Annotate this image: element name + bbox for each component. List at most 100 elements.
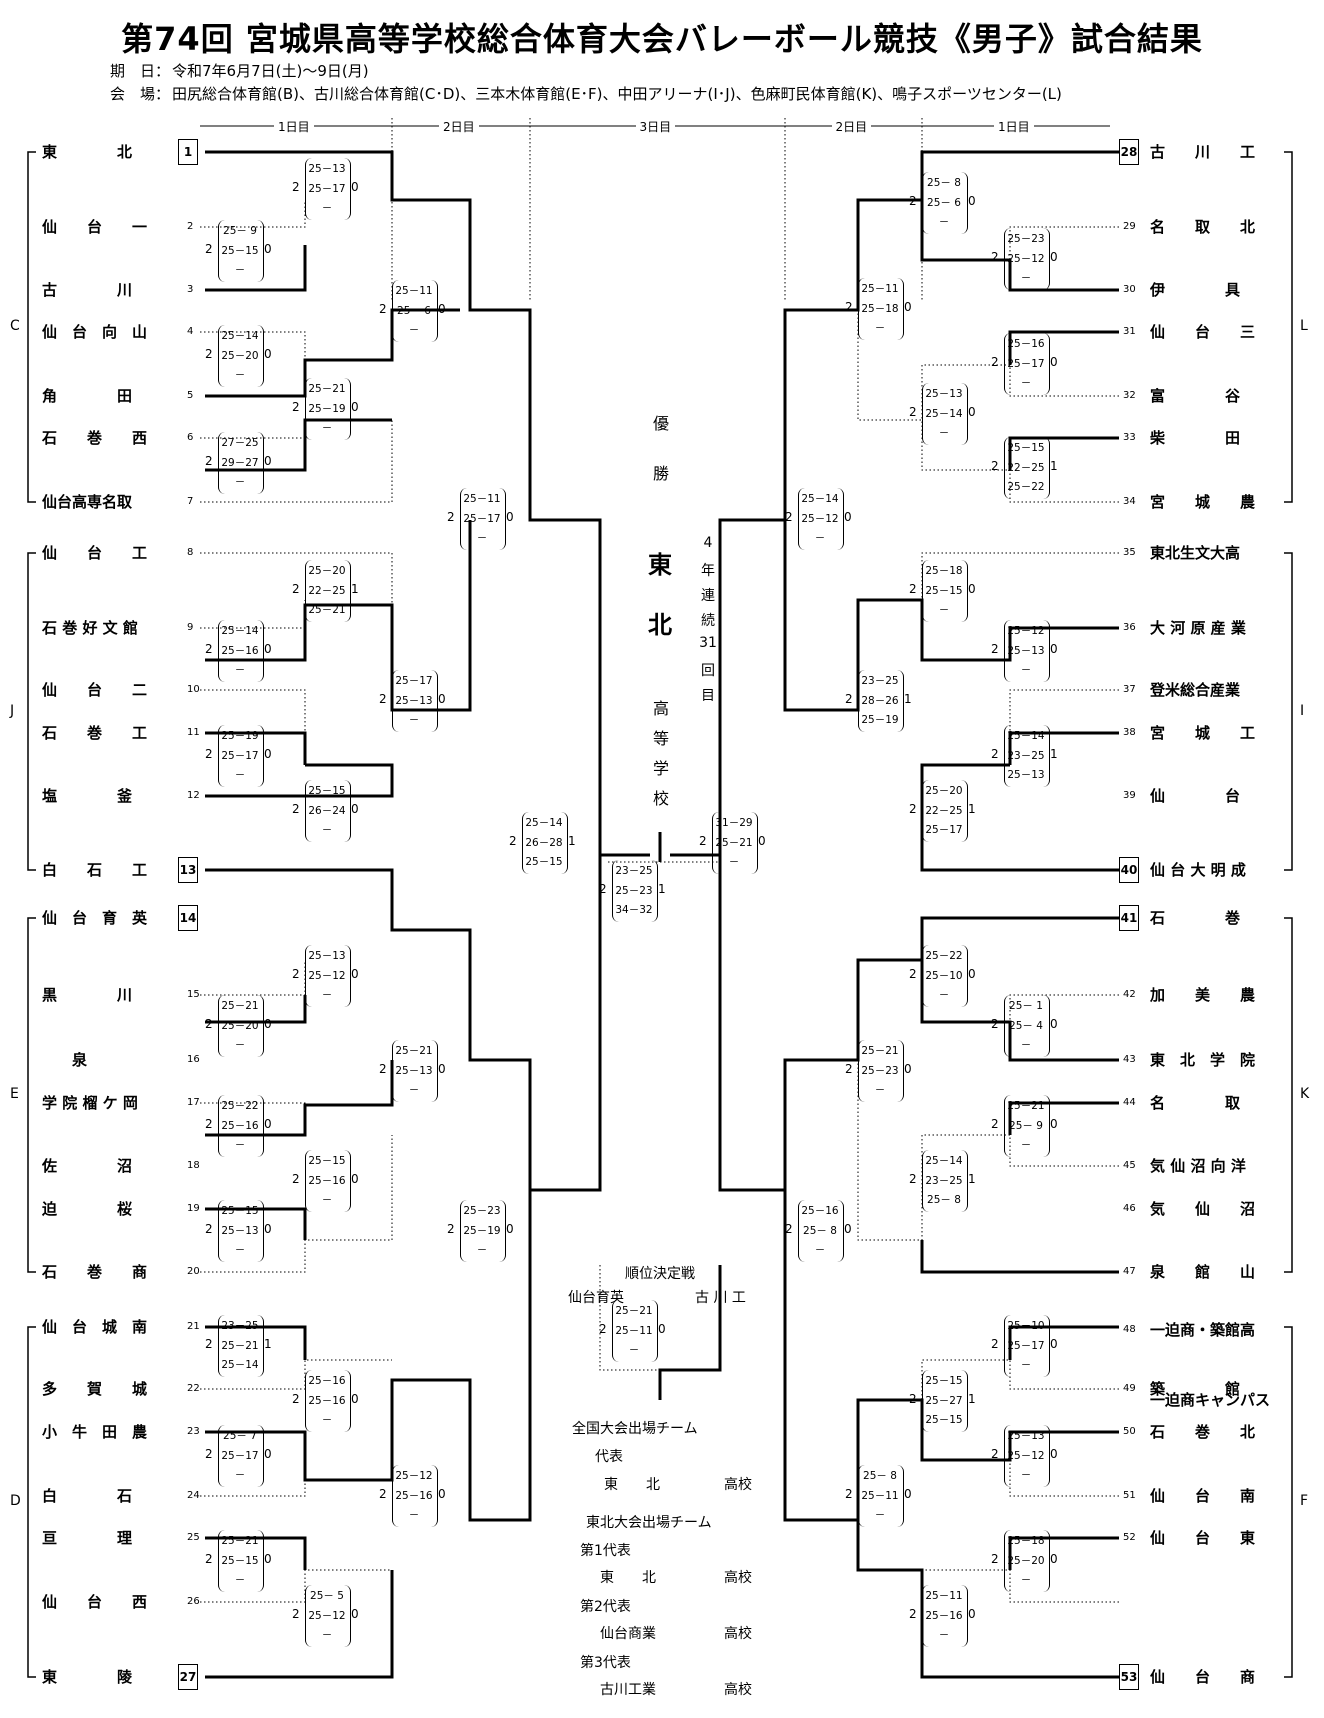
seed-number: 52 bbox=[1123, 1532, 1136, 1543]
sets-lost: 0 bbox=[351, 802, 359, 816]
sets-won: 2 bbox=[292, 1607, 300, 1621]
sets-won: 2 bbox=[205, 1337, 213, 1351]
set-score: － bbox=[1020, 664, 1032, 676]
seed-number: 42 bbox=[1123, 989, 1136, 1000]
team-name: 東 北 bbox=[42, 143, 133, 161]
score-bracket bbox=[922, 1585, 968, 1647]
score-bracket bbox=[218, 432, 264, 494]
seed-number: 27 bbox=[178, 1664, 198, 1690]
set-score: － bbox=[874, 1509, 886, 1521]
set-score: － bbox=[321, 1629, 333, 1641]
set-score: 25－17 bbox=[1007, 358, 1045, 370]
sets-won: 2 bbox=[509, 834, 517, 848]
sets-won: 2 bbox=[205, 1117, 213, 1131]
score-bracket bbox=[1004, 995, 1050, 1057]
team-name: 仙 台 一 bbox=[42, 218, 148, 236]
winner-line bbox=[205, 520, 472, 712]
team-name: 佐 沼 bbox=[42, 1157, 133, 1175]
sets-lost: 0 bbox=[1050, 1117, 1058, 1131]
team-name: 東北生文大高 bbox=[1150, 544, 1241, 562]
sets-won: 2 bbox=[785, 1222, 793, 1236]
seed-number: 5 bbox=[187, 390, 194, 401]
loser-line bbox=[200, 331, 306, 360]
loser-line bbox=[200, 1102, 306, 1135]
group-bracket bbox=[1284, 552, 1293, 871]
set-score: － bbox=[938, 216, 950, 228]
set-score: 25－21 bbox=[221, 1000, 259, 1012]
sets-won: 2 bbox=[991, 1117, 999, 1131]
seed-number: 35 bbox=[1123, 547, 1136, 558]
set-score: 25－15 bbox=[525, 856, 563, 868]
set-score: 25－16 bbox=[925, 1610, 963, 1622]
national-title: 全国大会出場チーム bbox=[572, 1421, 698, 1437]
sets-won: 2 bbox=[991, 642, 999, 656]
set-score: 25－20 bbox=[308, 565, 346, 577]
sets-lost: 0 bbox=[1050, 355, 1058, 369]
set-score: － bbox=[321, 422, 333, 434]
team-name: 加 美 農 bbox=[1150, 986, 1256, 1004]
seed-number: 31 bbox=[1123, 326, 1136, 337]
set-score: 25－15 bbox=[221, 1205, 259, 1217]
streak-text: 続 bbox=[701, 613, 715, 629]
seed-number: 3 bbox=[187, 284, 194, 295]
loser-line bbox=[200, 420, 393, 503]
set-score: 34－32 bbox=[615, 904, 653, 916]
seed-number: 19 bbox=[187, 1203, 200, 1214]
sets-won: 2 bbox=[205, 1447, 213, 1461]
set-score: 25－14 bbox=[925, 1155, 963, 1167]
set-score: 25－17 bbox=[221, 750, 259, 762]
group-bracket bbox=[1284, 1326, 1293, 1678]
sets-won: 2 bbox=[379, 1062, 387, 1076]
winner-line bbox=[205, 150, 650, 857]
sets-lost: 0 bbox=[264, 1222, 272, 1236]
set-score: 25－ 4 bbox=[1009, 1020, 1043, 1032]
winner-line bbox=[1008, 1536, 1119, 1570]
set-score: 25－16 bbox=[308, 1375, 346, 1387]
seed-number: 47 bbox=[1123, 1266, 1136, 1277]
set-score: 29－27 bbox=[221, 457, 259, 469]
national-team: 東 北 bbox=[604, 1477, 660, 1493]
set-score: 25－17 bbox=[221, 1450, 259, 1462]
sets-won: 2 bbox=[909, 1392, 917, 1406]
set-score: － bbox=[874, 1084, 886, 1096]
set-score: － bbox=[234, 476, 246, 488]
set-score: － bbox=[476, 1244, 488, 1256]
set-score: 25－13 bbox=[221, 1225, 259, 1237]
sets-lost: 0 bbox=[904, 1487, 912, 1501]
day-label: 1日目 bbox=[274, 118, 314, 135]
team-name: 仙 台 工 bbox=[42, 544, 148, 562]
sets-lost: 0 bbox=[351, 1392, 359, 1406]
group-label: E bbox=[10, 1086, 19, 1102]
set-score: 25－21 bbox=[395, 1045, 433, 1057]
venue-line: 会 場：田尻総合体育館(B)、古川総合体育館(C･D)、三本木体育館(E･F)、… bbox=[110, 83, 1062, 104]
team-name: 亘 理 bbox=[42, 1529, 133, 1547]
set-score: 22－25 bbox=[308, 585, 346, 597]
set-score: 25－17 bbox=[1007, 1340, 1045, 1352]
set-score: 25－23 bbox=[463, 1205, 501, 1217]
placement-title: 順位決定戦 bbox=[625, 1266, 695, 1282]
set-score: 25－14 bbox=[525, 817, 563, 829]
sets-won: 2 bbox=[292, 1392, 300, 1406]
seed-number: 14 bbox=[178, 905, 198, 931]
sets-lost: 0 bbox=[438, 1487, 446, 1501]
set-score: 25－22 bbox=[221, 1100, 259, 1112]
winner-line bbox=[1008, 731, 1119, 765]
score-bracket bbox=[460, 1200, 506, 1262]
set-score: － bbox=[321, 824, 333, 836]
team-name: 泉 館 山 bbox=[1150, 1263, 1256, 1281]
sets-lost: 0 bbox=[758, 834, 766, 848]
set-score: － bbox=[938, 989, 950, 1001]
page-title: 第74回 宮城県高等学校総合体育大会バレーボール競技《男子》試合結果 bbox=[121, 20, 1203, 58]
